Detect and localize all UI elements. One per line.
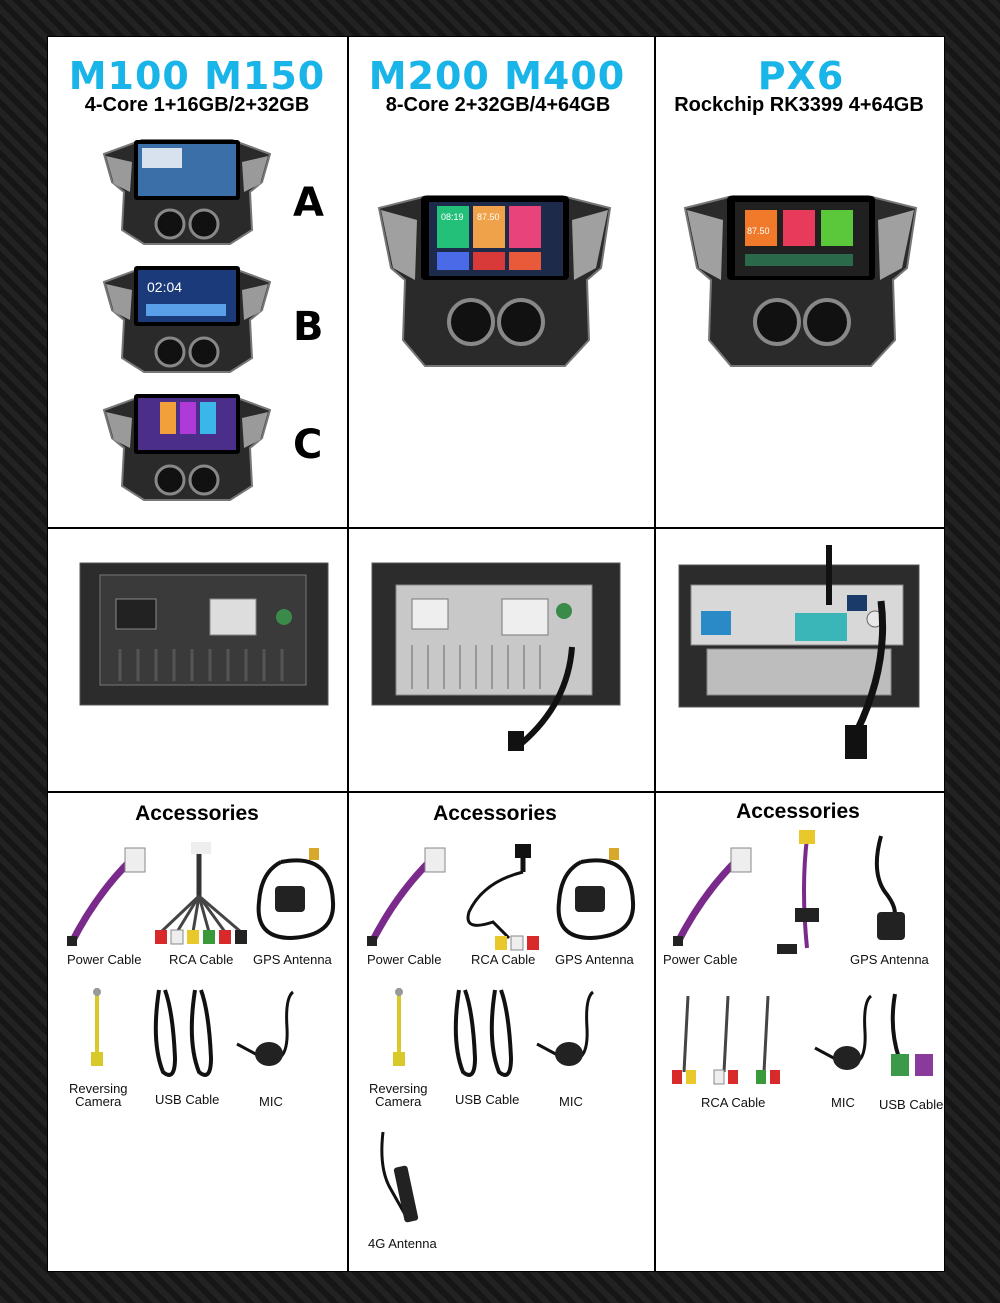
variant-label-b: B [293,304,324,350]
model-title-3: PX6 [757,54,845,98]
accessory-label: Power Cable [663,952,738,967]
rear-chassis-px6-image [678,545,920,759]
head-unit-a-image [102,139,272,245]
accessory-label: 4G Antenna [368,1236,437,1251]
gps-antenna-image [556,848,636,941]
reversing-camera-image [91,988,103,1066]
rear-chassis-m100-image [79,562,329,706]
accessories-title-1: Accessories [135,802,259,825]
accessory-label: GPS Antenna [850,952,929,967]
px6-tile-radio: 87.50 [747,226,770,236]
column-divider [347,36,349,1272]
usb-cable-image [153,989,214,1077]
head-unit-c-image [102,394,272,501]
variant-label-a: A [293,180,324,226]
model-spec-1: 4-Core 1+16GB/2+32GB [84,94,310,116]
accessory-label: GPS Antenna [253,952,332,967]
accessory-label: Reversing Camera [369,1081,428,1109]
m200-tile-time: 08:19 [441,212,464,222]
model-spec-3: Rockchip RK3399 4+64GB [674,94,924,116]
accessory-label: RCA Cable [169,952,234,967]
accessory-label: MIC [259,1094,283,1109]
grid-border [47,36,945,1272]
rca-cable-image [466,844,539,951]
reversing-camera-image [393,988,405,1066]
rca-cable-image [672,995,780,1085]
head-unit-px6-image: 87.50 [683,195,918,367]
mic-image [236,990,295,1066]
4g-antenna-image [380,1131,419,1223]
accessory-label: Power Cable [67,952,142,967]
accessory-label: Reversing Camera [69,1081,128,1109]
accessory-label: USB Cable [455,1092,520,1107]
usb-cable-image [890,993,933,1076]
gps-wiring-image [777,830,819,954]
b-clock: 02:04 [147,279,182,295]
usb-cable-image [453,989,514,1077]
model-spec-2: 8-Core 2+32GB/4+64GB [385,94,611,116]
accessories-title-3: Accessories [736,800,860,823]
comparison-grid: M100 M150 4-Core 1+16GB/2+32GB M200 M400… [47,36,945,1272]
power-cable-image [367,847,446,946]
gps-antenna-image [874,835,905,940]
accessory-label: Power Cable [367,952,442,967]
accessory-label: MIC [831,1095,855,1110]
head-unit-m200-image: 08:19 87.50 [377,195,612,367]
mic-image [814,994,873,1070]
accessory-label: USB Cable [879,1097,944,1112]
power-cable-image [673,847,752,946]
accessory-label: RCA Cable [701,1095,766,1110]
variant-label-c: C [293,422,323,468]
model-title-1: M100 M150 [68,54,326,98]
column-divider [654,36,656,1272]
accessory-label: RCA Cable [471,952,536,967]
m200-tile-radio: 87.50 [477,212,500,222]
row-divider [47,527,945,529]
head-unit-b-image: 02:04 [102,266,272,373]
model-title-2: M200 M400 [368,54,626,98]
accessory-label: MIC [559,1094,583,1109]
power-cable-image [67,847,146,946]
rca-cable-image [155,842,247,945]
accessory-label: USB Cable [155,1092,220,1107]
mic-image [536,990,595,1066]
row-divider [47,791,945,793]
accessory-label: GPS Antenna [555,952,634,967]
gps-antenna-image [256,848,336,941]
rear-chassis-m200-image [371,562,621,751]
accessories-title-2: Accessories [433,802,557,825]
